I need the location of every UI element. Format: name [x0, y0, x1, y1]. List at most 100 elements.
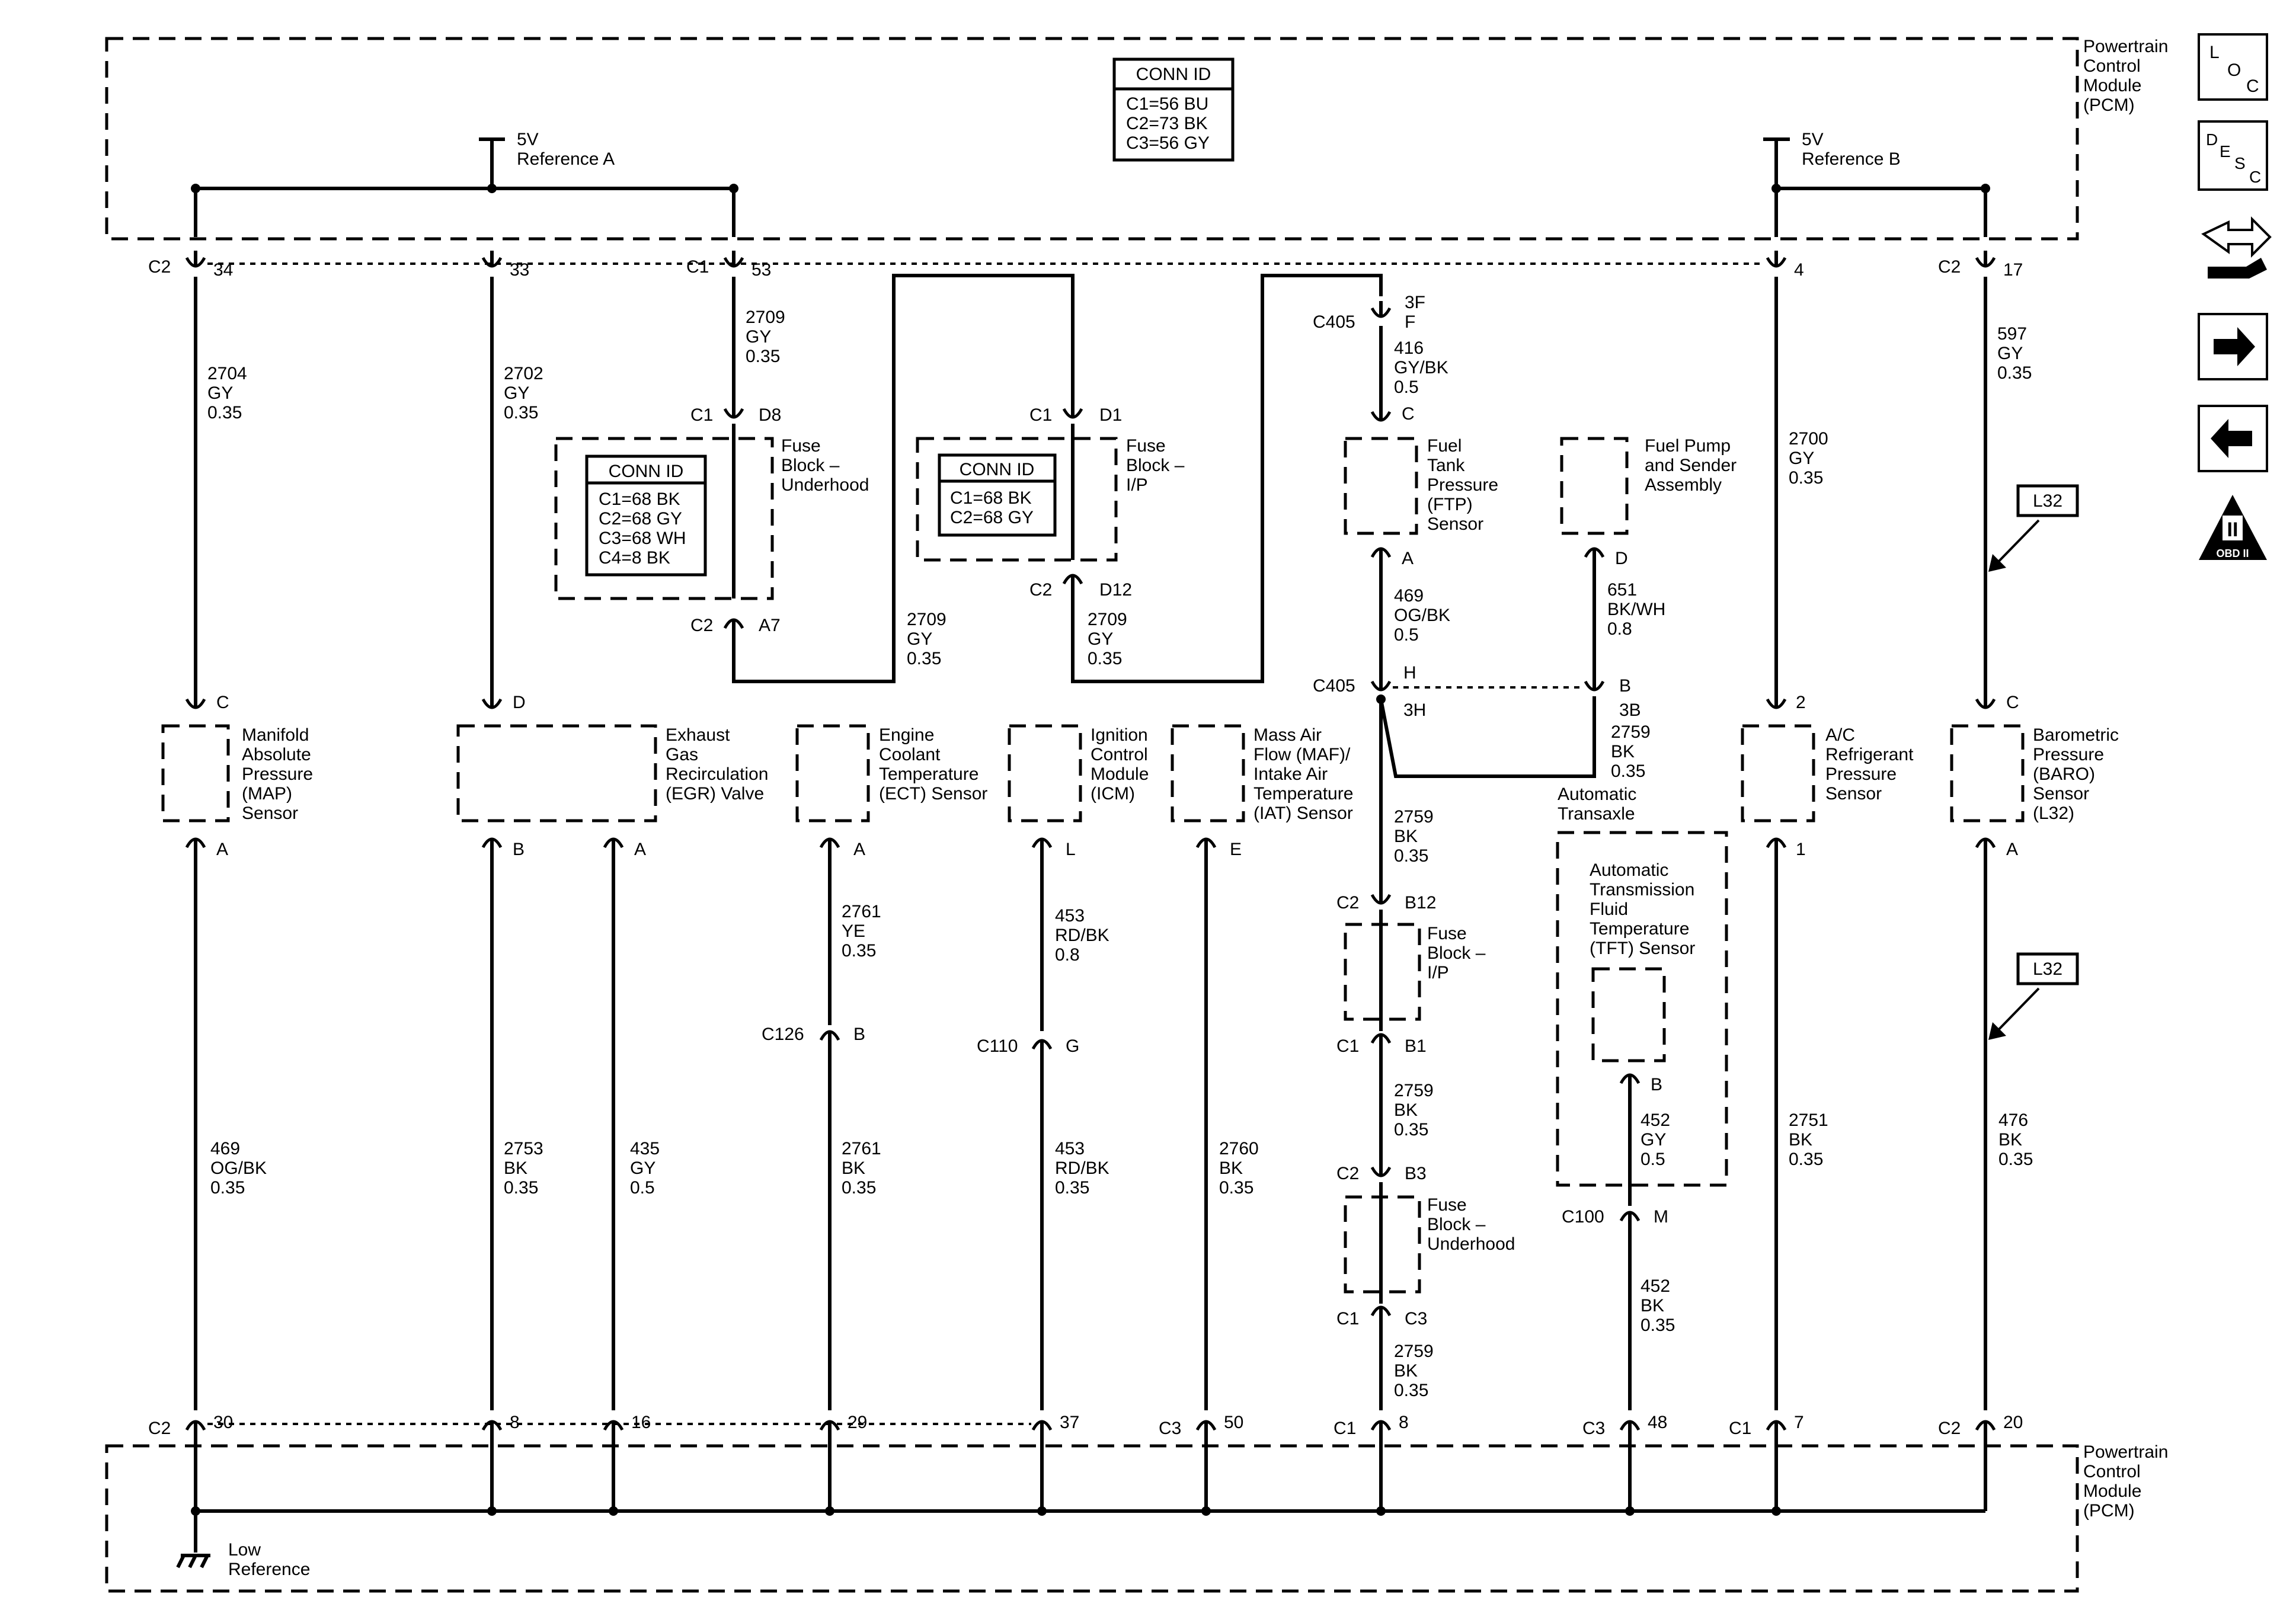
c100-pin-label: M — [1654, 1207, 1668, 1227]
pin-number: 48 — [1648, 1413, 1667, 1432]
fuse-ip-d12-conn-label: C2 — [1029, 580, 1052, 600]
pcm-top-box — [105, 37, 2079, 241]
svg-text:S: S — [2234, 154, 2246, 172]
schematic-nav-icon[interactable] — [2201, 216, 2272, 279]
fuse-uh-b3-conn-label: C2 — [1336, 1164, 1359, 1183]
c110-label: C110 — [977, 1036, 1018, 1056]
pin-bottom-2 — [603, 1420, 624, 1437]
loc-icon[interactable]: L O C — [2198, 33, 2268, 101]
ftp-c-label: C — [1402, 404, 1415, 424]
c126-label: C126 — [762, 1025, 804, 1044]
pump-3b-label: 3B — [1619, 700, 1641, 720]
next-arrow-icon[interactable] — [2198, 313, 2268, 380]
ect-a-conn — [819, 837, 840, 854]
pin-number: 4 — [1794, 260, 1804, 280]
fuse-uh-a7-pin-label: A7 — [759, 616, 781, 635]
pin-number: 29 — [848, 1413, 867, 1432]
splice-dot — [1201, 1506, 1211, 1516]
fuse-block-underhood-top — [554, 437, 774, 600]
egr-d-conn — [481, 692, 503, 709]
fuse-ip-b12-conn-label: C2 — [1336, 893, 1359, 913]
splice-dot — [1771, 1506, 1781, 1516]
map-c-label: C — [216, 693, 229, 712]
fuse-ip-d12-pin-label: D12 — [1099, 580, 1132, 600]
fuse-uh-a7-conn-label: C2 — [690, 616, 713, 635]
pin-conn-label: C3 — [1159, 1419, 1181, 1438]
ftp-a-label: A — [1402, 549, 1414, 568]
icm-l-label: L — [1066, 840, 1076, 859]
pin-33 — [481, 251, 503, 268]
pin-number: 8 — [510, 1413, 520, 1432]
ac-2-label: 2 — [1796, 693, 1806, 712]
baro-a-conn — [1975, 837, 1996, 854]
pin-c2-34 — [185, 251, 206, 268]
pin-number: 16 — [631, 1413, 651, 1432]
fuse-ip-b1-pin-label: B1 — [1405, 1036, 1427, 1056]
pump-c405-conn — [1584, 674, 1605, 692]
maf-sensor-box — [1171, 724, 1245, 822]
map-a-conn — [185, 837, 206, 854]
c405-top-label: C405 — [1313, 312, 1355, 332]
fuel-pump-box — [1560, 437, 1629, 535]
map-c-conn — [185, 692, 206, 709]
ftp-a-conn — [1370, 547, 1392, 564]
pin-number: 20 — [2003, 1413, 2023, 1432]
c405-h-conn — [1370, 674, 1392, 692]
fuse-ip-d1-conn-label: C1 — [1029, 405, 1052, 425]
fuse-ip-d12-conn — [1062, 574, 1083, 591]
obd-ii-icon[interactable]: II OBD II — [2199, 495, 2267, 560]
icm-l-conn — [1031, 837, 1053, 854]
c405-3f-label: 3F — [1405, 293, 1425, 312]
c126-conn — [819, 1030, 840, 1047]
svg-text:CONN ID: CONN ID — [1136, 65, 1211, 84]
pin-bottom-4 — [1031, 1420, 1053, 1437]
pump-b-label: B — [1619, 676, 1631, 696]
pin-number: 7 — [1794, 1413, 1804, 1432]
desc-icon[interactable]: D E S C — [2198, 120, 2268, 191]
svg-text:II: II — [2227, 518, 2239, 541]
splice-dot — [191, 1506, 200, 1516]
svg-text:L: L — [2209, 43, 2220, 62]
pin-bottom-1 — [481, 1420, 503, 1437]
c110-pin-label: G — [1066, 1036, 1079, 1056]
tft-sensor-box — [1591, 967, 1666, 1062]
pin-number: 50 — [1224, 1413, 1243, 1432]
c100-label: C100 — [1562, 1207, 1604, 1227]
c405-3h-label: 3H — [1403, 700, 1426, 720]
wire-2759-a — [1379, 696, 1596, 778]
c405-3f-conn — [1370, 301, 1392, 318]
egr-b-label: B — [513, 840, 525, 859]
pump-d-label: D — [1615, 549, 1628, 568]
tft-b-conn — [1619, 1073, 1641, 1090]
pin-number: 17 — [2003, 260, 2023, 280]
prev-arrow-icon[interactable] — [2198, 405, 2268, 472]
pin-conn-label: C1 — [1334, 1419, 1356, 1438]
map-sensor-box — [161, 724, 230, 822]
fuse-uh-c3-pin-label: C3 — [1405, 1309, 1427, 1329]
splice-dot — [1981, 184, 1990, 193]
fuse-ip-b1-conn — [1370, 1033, 1392, 1050]
splice-dot — [1376, 694, 1386, 704]
